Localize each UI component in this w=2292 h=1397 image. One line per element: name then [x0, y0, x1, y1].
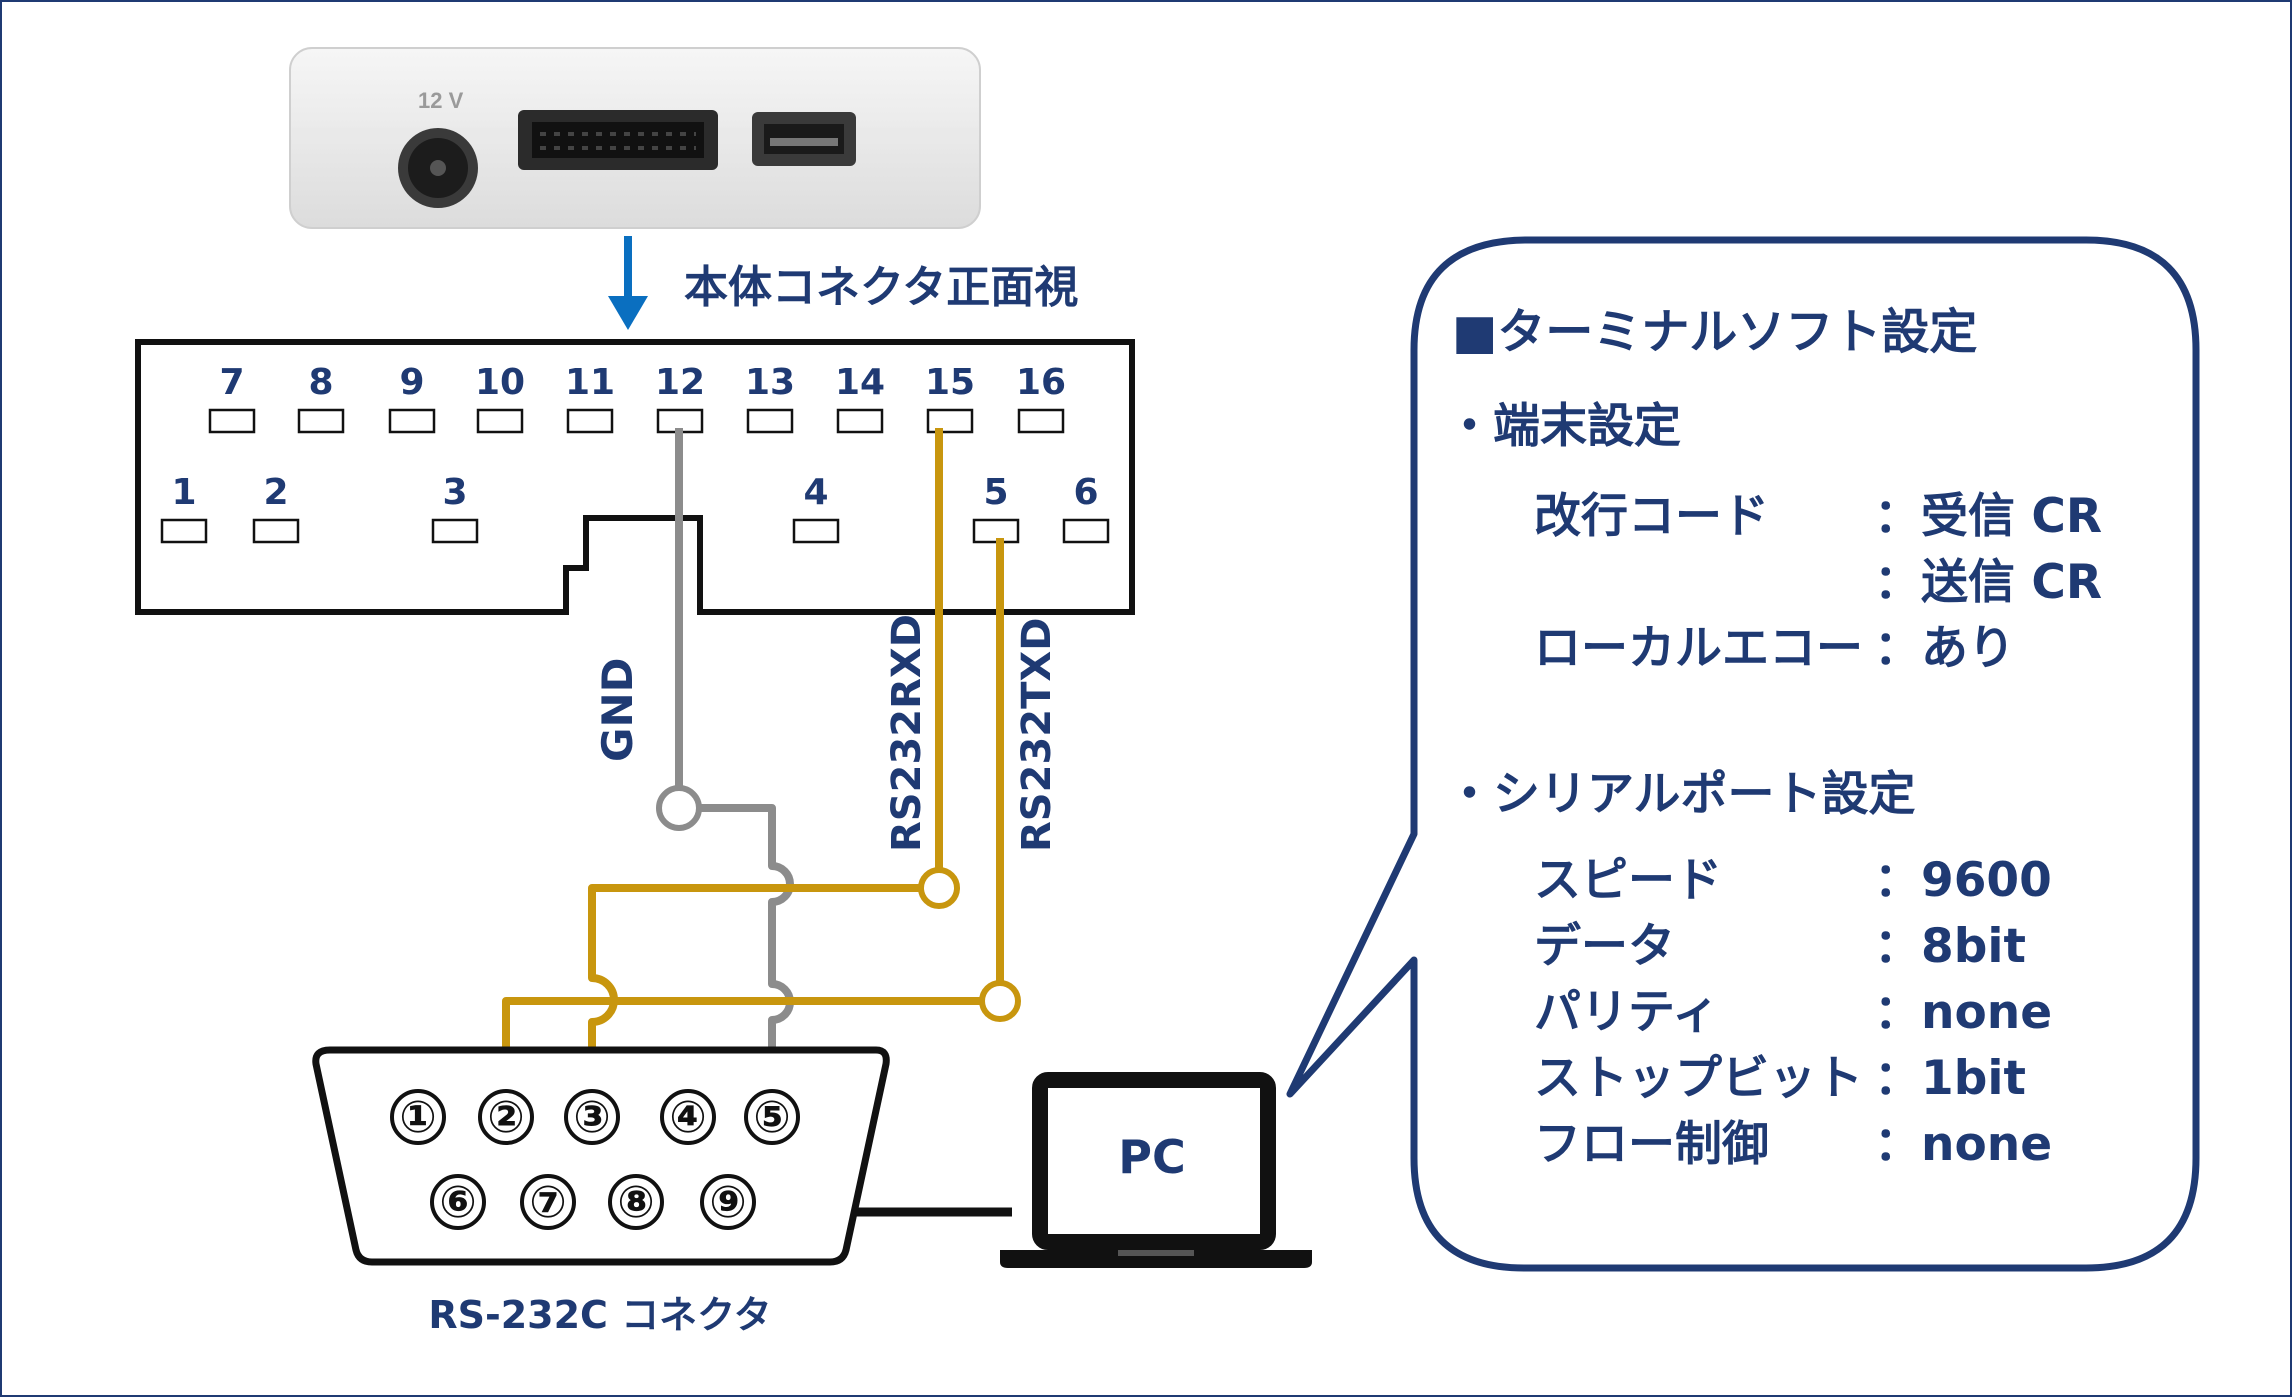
device-header-connector-icon [518, 110, 718, 170]
setting-label: フロー制御 [1534, 1117, 1769, 1172]
connector16-bottom-row: 1 2 3 4 5 6 [160, 472, 1110, 544]
rxd-terminal [918, 867, 960, 909]
db9-pin-label: ③ [573, 1092, 610, 1143]
connector-pin [476, 408, 524, 434]
db9-pin-label: ⑨ [709, 1177, 746, 1228]
connector-pin-label: 12 [655, 362, 705, 403]
db9-pin-label: ② [487, 1092, 524, 1143]
connector-pin-label: 15 [925, 362, 975, 403]
laptop-icon [1000, 1072, 1312, 1268]
setting-label: パリティ [1534, 985, 1719, 1040]
connector-pin [746, 408, 794, 434]
device-illustration: 12 V [289, 47, 981, 229]
connector-pin-label: 2 [263, 472, 288, 513]
connector-pin [388, 408, 436, 434]
rxd-label: RS232RXD [884, 614, 930, 852]
connector-pin [926, 408, 974, 434]
db9-pin [430, 1174, 486, 1230]
view-direction-arrow [608, 236, 648, 330]
setting-value: ：8bit [1874, 919, 2026, 974]
connector-pin-label: 14 [835, 362, 885, 403]
db9-pin-label: ⑤ [753, 1092, 790, 1143]
connector-pin [1062, 518, 1110, 544]
setting-label: ストップビット [1534, 1051, 1863, 1106]
connector-pin [1017, 408, 1065, 434]
setting-value: ：none [1874, 985, 2052, 1040]
connector-pin-label: 16 [1016, 362, 1066, 403]
connector16-top-row: 7 8 9 10 11 12 13 14 15 16 [208, 362, 1066, 434]
connector16-outline [135, 339, 1135, 615]
db9-pin [744, 1089, 800, 1145]
db9-pin-label: ⑦ [529, 1177, 566, 1228]
db9-pin [700, 1174, 756, 1230]
power-jack-label: 12 V [418, 88, 464, 113]
gnd-label: GND [593, 658, 642, 763]
connector-pin-label: 4 [803, 472, 828, 513]
connector-pin-label: 1 [171, 472, 196, 513]
db9-pin-label: ⑥ [439, 1177, 476, 1228]
txd-label: RS232TXD [1014, 618, 1060, 852]
setting-value: ：受信 CR [1874, 489, 2102, 544]
connector-pin [297, 408, 345, 434]
db9-pin [520, 1174, 576, 1230]
setting-value: ：none [1874, 1117, 2052, 1172]
setting-label: ローカルエコー [1534, 621, 1863, 676]
connector-pin [792, 518, 840, 544]
setting-label: 改行コード [1534, 489, 1769, 544]
setting-label: スピード [1534, 853, 1722, 908]
connector-pin [566, 408, 614, 434]
db9-pin [660, 1089, 716, 1145]
usb-port-icon [752, 112, 856, 166]
gnd-terminal [656, 785, 702, 831]
connector-pin [208, 408, 256, 434]
db9-pin-label: ④ [669, 1092, 706, 1143]
connector-pin [160, 518, 208, 544]
arrow-caption: 本体コネクタ正面視 [684, 262, 1078, 313]
settings-title: ■ターミナルソフト設定 [1452, 304, 1977, 360]
db9-pin [390, 1089, 446, 1145]
terminal-settings-list: 改行コード ：受信 CR ：送信 CR ローカルエコー ：あり [1534, 489, 2102, 676]
connector-pin-label: 3 [442, 472, 467, 513]
wires [502, 428, 1004, 1096]
connector-pin-label: 11 [565, 362, 615, 403]
connector-pin [431, 518, 479, 544]
db9-pin [564, 1089, 620, 1145]
settings-callout [1286, 236, 2200, 1272]
pc-label: PC [1118, 1130, 1185, 1184]
gnd-wire-route [700, 804, 794, 1096]
connector-pin-label: 10 [475, 362, 525, 403]
power-jack-icon [398, 128, 478, 208]
setting-label: データ [1534, 919, 1675, 974]
serial-settings-list: スピード ：9600 データ ：8bit パリティ ：none ストップビット … [1534, 853, 2052, 1172]
connector-pin-label: 13 [745, 362, 795, 403]
connector-pin-label: 9 [399, 362, 424, 403]
txd-terminal [979, 980, 1021, 1022]
connector-pin [836, 408, 884, 434]
db9-pin-label: ⑧ [617, 1177, 654, 1228]
connector-pin-label: 6 [1073, 472, 1098, 513]
wire-terminals [656, 785, 1021, 1022]
connector-pin-label: 8 [308, 362, 333, 403]
connector-pin-label: 7 [219, 362, 244, 403]
setting-value: ：送信 CR [1874, 555, 2102, 610]
db9-pin-label: ① [399, 1092, 436, 1143]
serial-settings-header: ・シリアルポート設定 [1446, 767, 1916, 822]
db9-pin [608, 1174, 664, 1230]
setting-value: ：9600 [1874, 853, 2052, 908]
terminal-settings-header: ・端末設定 [1446, 399, 1681, 454]
db9-label: RS-232C コネクタ [428, 1293, 771, 1337]
connector-pin-label: 5 [983, 472, 1008, 513]
db9-shell [312, 1046, 890, 1266]
db9-pin [478, 1089, 534, 1145]
connector-pin [252, 518, 300, 544]
setting-value: ：1bit [1874, 1051, 2026, 1106]
setting-value: ：あり [1874, 621, 2015, 676]
